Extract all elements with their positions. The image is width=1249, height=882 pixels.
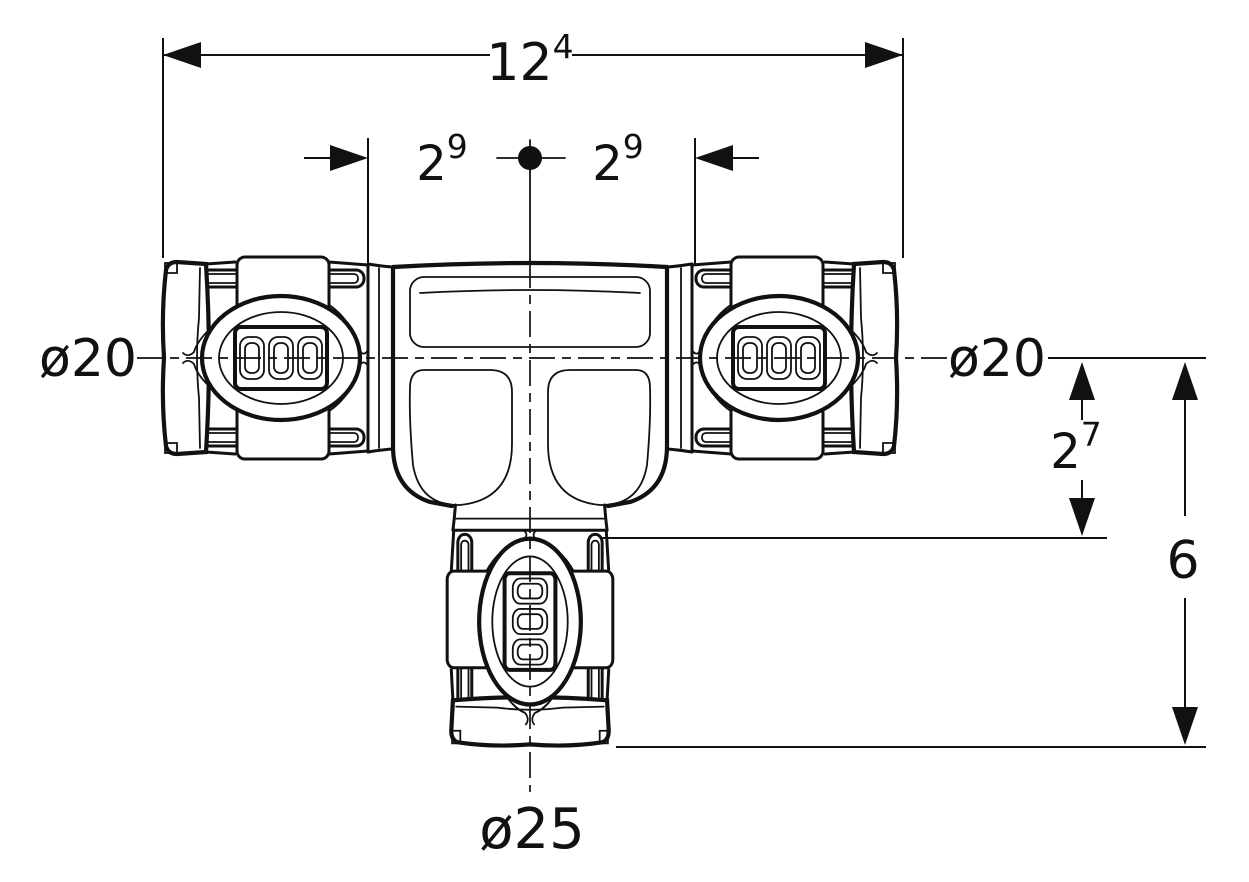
arrowhead-down-icon (1069, 498, 1095, 536)
dim-offsets: 29 29 (304, 127, 759, 266)
dia-left-label: ø20 (39, 329, 137, 389)
centerlines (137, 170, 950, 792)
overall-width-label: 124 (486, 27, 573, 93)
dim-overall-width: 124 (163, 27, 903, 258)
dim-branch-drop: 27 (600, 362, 1107, 538)
arrowhead-left-icon (163, 42, 201, 68)
arrowhead-left-icon (695, 145, 733, 171)
dia-right-label: ø20 (948, 329, 1046, 389)
arrowhead-up-icon (1069, 362, 1095, 400)
arrowhead-right-icon (865, 42, 903, 68)
branch-drop-label: 27 (1050, 415, 1102, 480)
arrowhead-down-icon (1172, 707, 1198, 745)
offset-left-label: 29 (416, 127, 468, 192)
dim-overall-height: 6 (616, 362, 1206, 747)
offset-right-label: 29 (592, 127, 644, 192)
dia-branch-label: ø25 (479, 797, 585, 862)
overall-height-label: 6 (1166, 531, 1199, 591)
arrowhead-right-icon (330, 145, 368, 171)
arrowhead-up-icon (1172, 362, 1198, 400)
